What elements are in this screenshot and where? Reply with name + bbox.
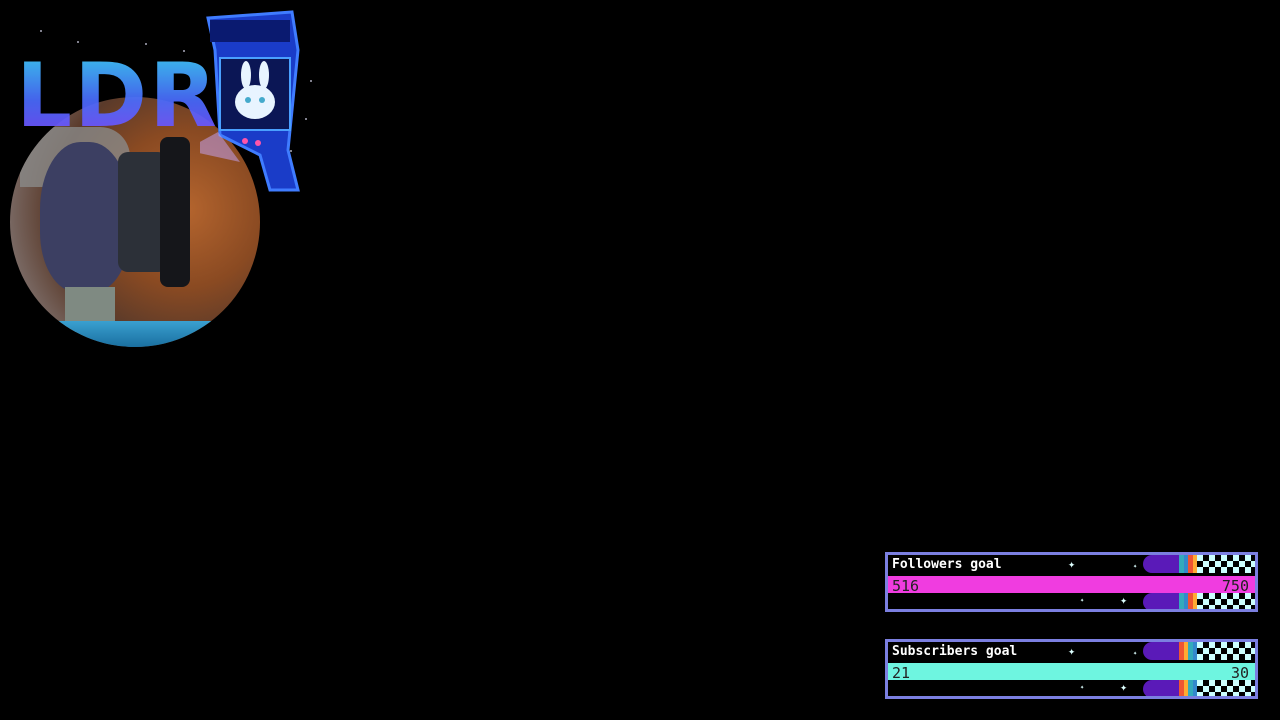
- progress-bar: 21 30: [888, 663, 1255, 682]
- goal-current: 516: [892, 577, 920, 595]
- finish-flag-icon: [1197, 642, 1255, 660]
- sparkle-icon: ✦: [1120, 593, 1128, 607]
- sparkle-icon: ✦: [1080, 596, 1085, 604]
- sparkle-icon: ✦: [1068, 557, 1076, 571]
- progress-bar: 516 750: [888, 576, 1255, 595]
- sparkle-icon: ✦: [1133, 562, 1138, 570]
- sparkle-icon: ✦: [1068, 644, 1076, 658]
- arcade-bunny-icon: [200, 10, 300, 192]
- finish-flag-icon: [1197, 593, 1255, 609]
- channel-logo: LDR: [16, 44, 219, 147]
- goal-label: Followers goal: [892, 557, 1002, 572]
- subscribers-goal-widget: Subscribers goal ✦ ✦ 21 30 ✦ ✦: [885, 639, 1258, 699]
- sparkle-icon: ✦: [1080, 683, 1085, 691]
- goal-target: 30: [1230, 664, 1249, 682]
- goal-label: Subscribers goal: [892, 644, 1018, 659]
- goal-current: 21: [892, 664, 911, 682]
- followers-goal-widget: Followers goal ✦ ✦ 516 750 ✦ ✦: [885, 552, 1258, 612]
- finish-flag-icon: [1197, 680, 1255, 696]
- goal-target: 750: [1221, 577, 1249, 595]
- finish-flag-icon: [1197, 555, 1255, 573]
- sparkle-icon: ✦: [1120, 680, 1128, 694]
- sparkle-icon: ✦: [1133, 649, 1138, 657]
